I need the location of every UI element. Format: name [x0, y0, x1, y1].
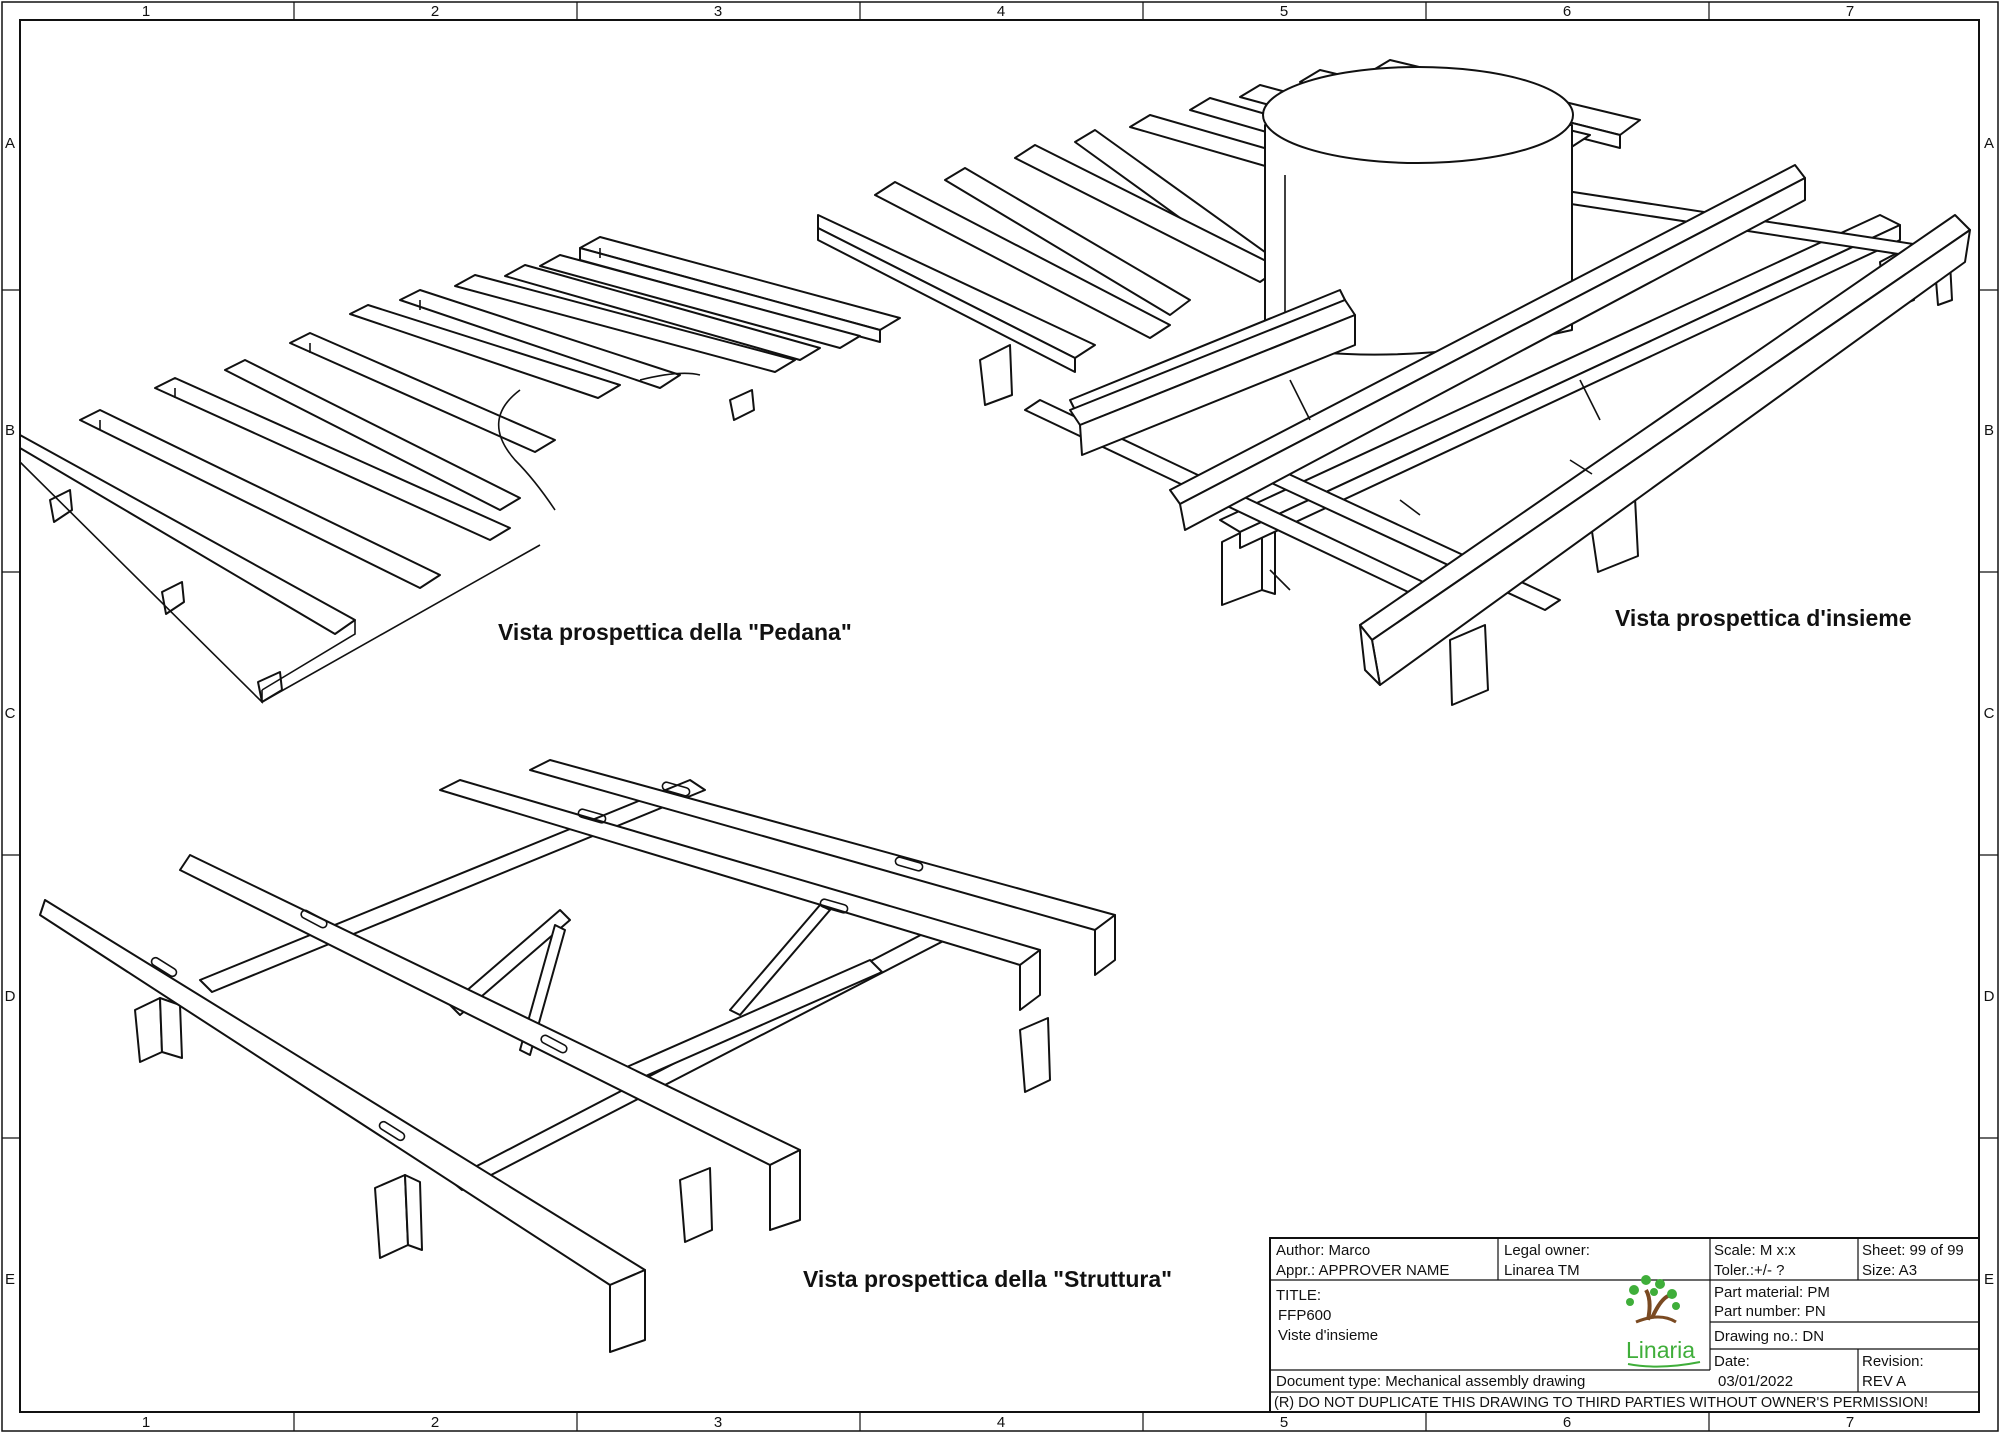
revision-value: REV A	[1862, 1373, 1906, 1390]
drawing-no-field: Drawing no.: DN	[1714, 1328, 1824, 1345]
part-number-field: Part number: PN	[1714, 1303, 1826, 1320]
document-type-field: Document type: Mechanical assembly drawi…	[1276, 1373, 1585, 1390]
tree-icon	[1626, 1275, 1680, 1324]
row-label-left: C	[5, 705, 16, 722]
title-block: Author: Marco Appr.: APPROVER NAME Legal…	[1269, 1237, 1980, 1413]
col-label-top: 7	[1846, 3, 1854, 20]
copyright-notice: (R) DO NOT DUPLICATE THIS DRAWING TO THI…	[1274, 1395, 1928, 1411]
col-label-top: 6	[1563, 3, 1571, 20]
row-label-left: B	[5, 422, 15, 439]
date-value: 03/01/2022	[1718, 1373, 1793, 1390]
col-label-top: 2	[431, 3, 439, 20]
row-label-left: D	[5, 988, 16, 1005]
legal-owner-label: Legal owner:	[1504, 1242, 1590, 1259]
part-material-field: Part material: PM	[1714, 1284, 1830, 1301]
scale-field: Scale: M x:x	[1714, 1242, 1796, 1259]
col-label-bottom: 2	[431, 1414, 439, 1431]
title-label: TITLE:	[1276, 1287, 1321, 1304]
title-name: Viste d'insieme	[1278, 1327, 1378, 1344]
title-code: FFP600	[1278, 1307, 1331, 1324]
approver-field: Appr.: APPROVER NAME	[1276, 1262, 1449, 1279]
col-label-bottom: 1	[142, 1414, 150, 1431]
col-label-bottom: 5	[1280, 1414, 1288, 1431]
zone-labels: 1 2 3 4 5 6 7 1 2 3 4 5 6 7 A B C D E A …	[5, 3, 1995, 1431]
row-label-right: C	[1984, 705, 1995, 722]
row-label-left: E	[5, 1271, 15, 1288]
date-label: Date:	[1714, 1353, 1750, 1370]
size-field: Size: A3	[1862, 1262, 1917, 1279]
revision-label: Revision:	[1862, 1353, 1924, 1370]
row-label-right: A	[1984, 135, 1994, 152]
col-label-top: 1	[142, 3, 150, 20]
sheet-field: Sheet: 99 of 99	[1862, 1242, 1964, 1259]
col-label-bottom: 7	[1846, 1414, 1854, 1431]
col-label-bottom: 4	[997, 1414, 1005, 1431]
linaria-logo: Linaria	[1626, 1275, 1701, 1368]
struttura-view: Vista prospettica della "Struttura"	[39, 759, 1172, 1353]
author-field: Author: Marco	[1276, 1242, 1370, 1259]
struttura-caption: Vista prospettica della "Struttura"	[803, 1266, 1172, 1292]
col-label-bottom: 6	[1563, 1414, 1571, 1431]
row-label-right: B	[1984, 422, 1994, 439]
row-label-right: D	[1984, 988, 1995, 1005]
insieme-caption: Vista prospettica d'insieme	[1615, 605, 1911, 631]
col-label-bottom: 3	[714, 1414, 722, 1431]
col-label-top: 3	[714, 3, 722, 20]
insieme-view: Vista prospettica d'insieme	[817, 59, 1971, 706]
row-label-right: E	[1984, 1271, 1994, 1288]
tolerance-field: Toler.:+/- ?	[1714, 1262, 1784, 1279]
brand-wordmark: Linaria	[1626, 1337, 1695, 1363]
col-label-top: 4	[997, 3, 1005, 20]
legal-owner-value: Linarea TM	[1504, 1262, 1580, 1279]
col-label-top: 5	[1280, 3, 1288, 20]
pedana-view: Vista prospettica della "Pedana"	[19, 236, 901, 704]
row-label-left: A	[5, 135, 15, 152]
pedana-caption: Vista prospettica della "Pedana"	[498, 619, 852, 645]
